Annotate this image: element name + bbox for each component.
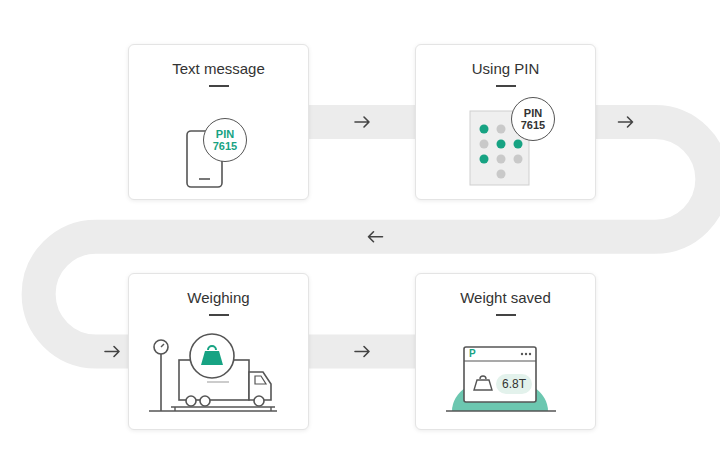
- step-card: Using PIN PIN 7615: [415, 44, 596, 200]
- step-title: Using PIN: [416, 60, 595, 87]
- flow-road: [309, 117, 415, 127]
- road-band: [309, 105, 415, 139]
- flow-arrow: [619, 117, 633, 127]
- weight-value: 6.8T: [502, 376, 526, 392]
- flow-arrow: [105, 347, 119, 357]
- step-card: Weighing: [128, 273, 309, 430]
- pin-text: PIN 7615: [209, 128, 241, 152]
- flow-arrow: [369, 232, 383, 242]
- step-card: Text messagePIN 7615: [128, 44, 309, 200]
- pin-bubble: PIN 7615: [203, 118, 247, 162]
- flow-arrow: [355, 347, 369, 357]
- flow-arrow: [355, 117, 369, 127]
- step-title: Weighing: [129, 289, 308, 316]
- road-band: [309, 335, 415, 369]
- flow-road: [309, 347, 415, 357]
- pin-text: PIN 7615: [517, 107, 549, 131]
- logo-letter: P: [469, 348, 476, 360]
- weight-pill: 6.8T: [496, 374, 532, 394]
- pin-bubble: PIN 7615: [511, 97, 555, 141]
- step-card: Weight saved 6.8T P: [415, 273, 596, 430]
- step-title: Text message: [129, 60, 308, 87]
- step-title: Weight saved: [416, 289, 595, 316]
